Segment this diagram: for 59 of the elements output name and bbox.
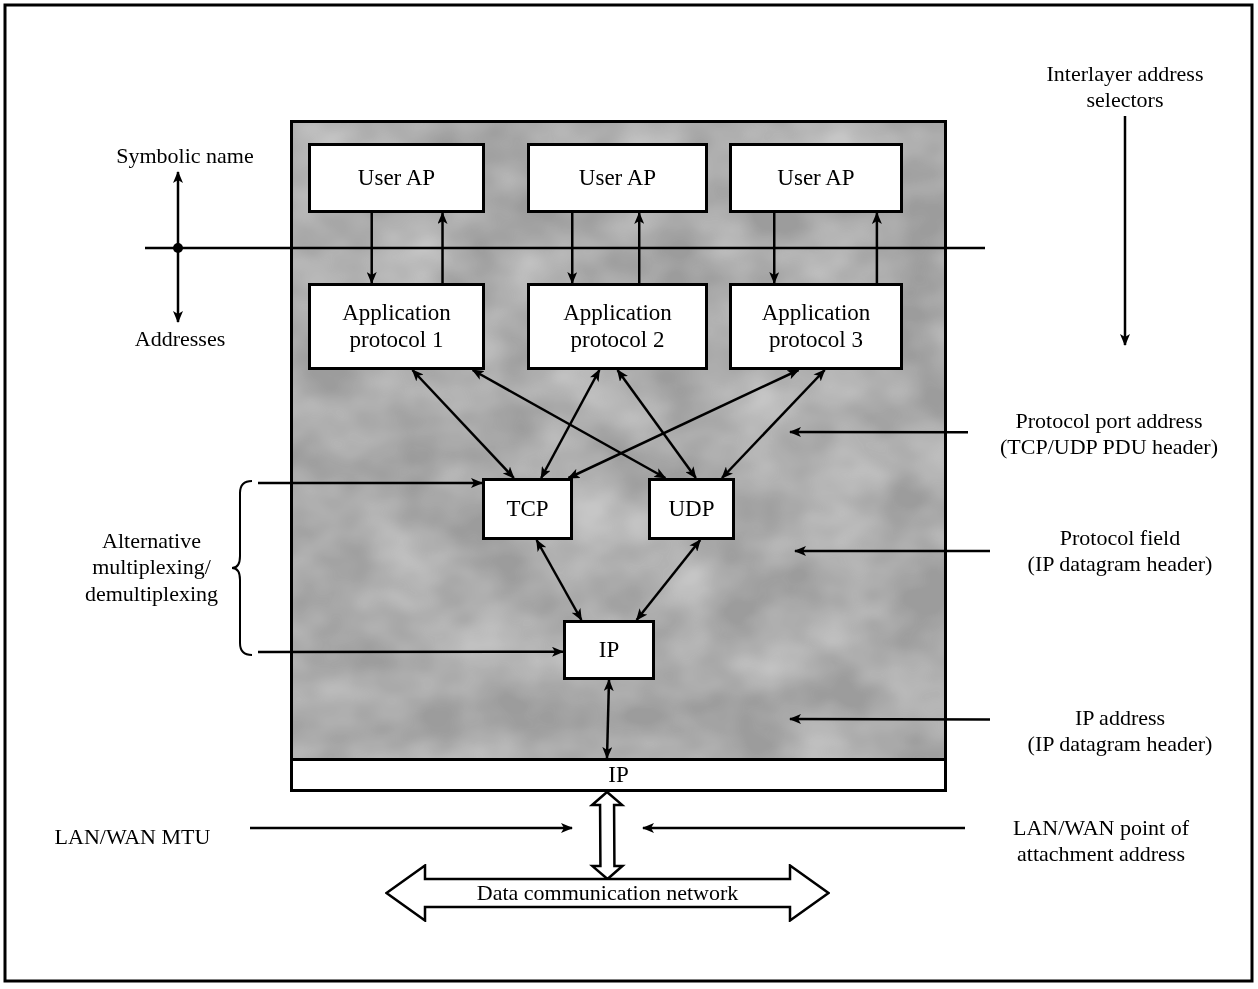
annotation-text: (IP datagram header) [1027,551,1213,578]
box-label: TCP [506,495,549,523]
leader-arrow [789,714,990,724]
box-label: User AP [357,164,436,192]
leader-arrow [250,823,573,833]
hollow-double-arrow [588,790,626,881]
arrow [769,213,780,284]
ip-box [563,620,655,680]
arrow [411,369,515,479]
annotation-text: (IP datagram header) [1027,731,1213,758]
application-protocol-box [527,283,708,370]
arrow [437,212,448,283]
arrow [634,212,645,283]
leader-arrow [258,477,483,488]
arrow [366,213,377,284]
tcp-box [482,478,573,540]
leader-arrow [642,823,965,833]
box-label: Application protocol 3 [760,300,872,353]
leader-arrow [1120,116,1130,346]
arrow [535,539,583,621]
annotation-text: Protocol port address [1015,407,1203,434]
arrow [602,679,614,759]
udp-box [648,478,735,540]
user-ap-box [308,143,485,213]
leader-arrow [789,427,968,437]
arrow [721,369,826,479]
protocol-stack-box [290,120,947,792]
annotation-text: Addresses [133,326,227,352]
annotation-text: IP address [1074,704,1166,731]
application-protocol-box [729,283,903,370]
annotation-text: Interlayer address selectors [1045,60,1205,114]
box-label: IP [598,636,620,664]
box-label: UDP [668,495,715,523]
user-ap-box [527,143,708,213]
box-label: IP [608,761,629,789]
arrow [567,213,578,284]
annotation-text: Symbolic name [115,143,255,169]
box-label: Data communication network [476,880,739,906]
box-label: User AP [777,164,855,192]
arrow [616,369,697,479]
user-ap-box [729,143,903,213]
arrow [540,369,601,479]
annotation-text: LAN/WAN MTU [54,823,211,851]
arrow [871,212,882,283]
annotation-text: (TCP/UDP PDU header) [1000,434,1218,461]
arrow [567,368,800,480]
box-label: Application protocol 2 [562,300,673,353]
annotation-text: LAN/WAN point of attachment address [1012,814,1190,868]
leader-arrow [794,546,990,556]
box-label: Application protocol 1 [341,300,452,353]
application-protocol-box [308,283,485,370]
arrow [635,539,702,621]
box-label: User AP [578,164,657,192]
arrow [471,368,667,480]
annotation-text: Protocol field [1059,524,1181,551]
ip-layer-band [290,758,947,792]
network-double-arrow [385,864,830,922]
leader-arrow [258,646,564,657]
annotation-text: Alternative multiplexing/ demultiplexing [84,527,219,608]
